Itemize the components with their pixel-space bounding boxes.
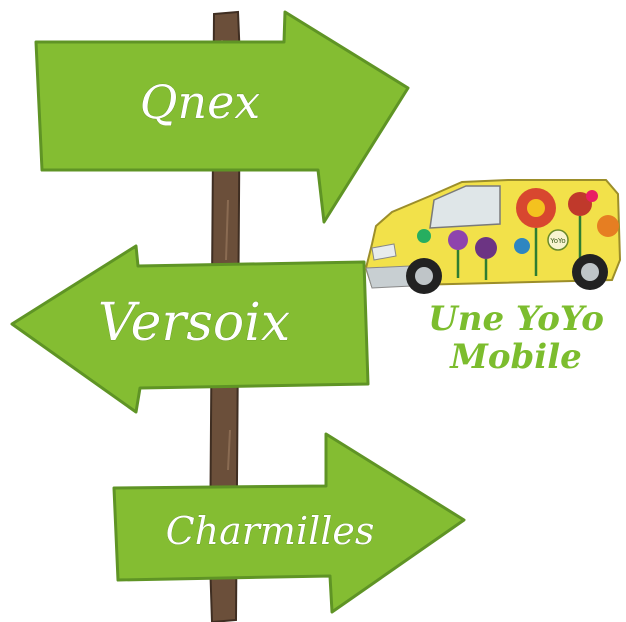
caption: Une YoYo Mobile [428, 299, 604, 377]
sign-versoix[interactable]: Versoix [10, 244, 370, 414]
van-badge [547, 229, 569, 251]
caption-line-2: Mobile [449, 337, 582, 377]
sign-versoix-label: Versoix [98, 293, 290, 353]
van-wheels [406, 254, 608, 294]
van-badge-label: YoYo [549, 237, 565, 245]
sign-charmilles[interactable]: Charmilles [112, 432, 466, 614]
sign-qnex-label: Qnex [140, 75, 261, 129]
sign-qnex[interactable]: Qnex [34, 10, 410, 224]
flower-decorations [417, 188, 619, 280]
caption-line-1: Une YoYo [428, 299, 604, 339]
sign-charmilles-label: Charmilles [166, 509, 375, 553]
yoyo-van: YoYo [364, 179, 622, 294]
